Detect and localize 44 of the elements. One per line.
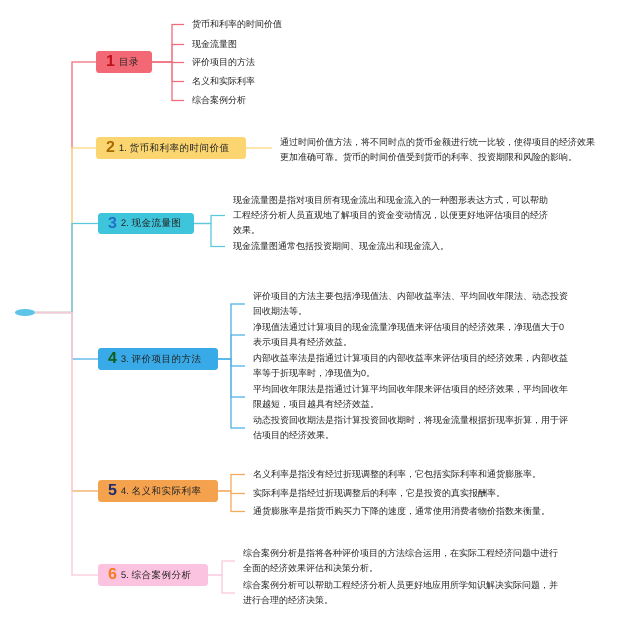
topic-box [98, 480, 218, 502]
branch-text: 货币和利率的时间价值 [184, 17, 314, 32]
branch-text: 现金流量图是指对项目所有现金流出和现金流入的一种图形表达方式，可以帮助工程经济分析人员直观地了解项目的资金变动情况，以便更好地评估项目的经济效果。 [225, 193, 551, 238]
branch-text: 现金流量图 [184, 37, 314, 52]
topic-title: 4. 名义和实际利率 [120, 484, 202, 498]
branch-text: 名义利率是指没有经过折现调整的利率，它包括实际利率和通货膨胀率。 [245, 467, 571, 482]
topic-box [96, 51, 152, 73]
number-label: 4 [108, 351, 117, 367]
branch-text: 通过时间价值方法，将不同时点的货币金额进行统一比较，使得项目的经济效果更加准确可靠。货币的时间价值受到货币的利率、投资期限和风险的影响。 [272, 135, 598, 165]
connector-line [152, 61, 184, 102]
branch-text: 名义和实际利率 [184, 74, 314, 89]
connector-line [218, 358, 245, 429]
branch-text: 净现值法通过计算项目的现金流量净现值来评估项目的经济效果，净现值大于0表示项目具有经济效益。 [245, 320, 571, 350]
connector-line [218, 490, 245, 512]
topic-title: 目录 [118, 56, 139, 68]
topic-box [98, 213, 194, 234]
branch-text: 平均回收年限法是指通过计算平均回收年限来评估项目的经济效果，平均回收年限越短，项目越具有经济效益。 [245, 382, 571, 412]
number-label: 6 [108, 567, 117, 583]
connector-line [35, 312, 98, 576]
topic-title: 1. 货币和利率的时间价值 [118, 142, 230, 154]
branch-text: 综合案例分析是指将各种评价项目的方法综合运用，在实际工程经济问题中进行全面的经济效果评估和决策分析。 [235, 546, 561, 576]
branch-text: 实际利率是指经过折现调整后的利率，它是投资的真实报酬率。 [245, 486, 571, 501]
number-label: 2 [106, 140, 115, 156]
branch-text: 评价项目的方法主要包括净现值法、内部收益率法、平均回收年限法、动态投资回收期法等。 [245, 289, 571, 319]
branch-text: 综合案例分析可以帮助工程经济分析人员更好地应用所学知识解决实际问题，并进行合理的经济决策。 [235, 578, 561, 608]
topic-box [98, 564, 208, 586]
branch-text: 评价项目的方法 [184, 55, 314, 70]
topic-title: 2. 现金流量图 [120, 217, 182, 230]
branch-text: 现金流量图通常包括投资期间、现金流出和现金流入。 [225, 239, 551, 254]
branch-text: 内部收益率法是指通过计算项目的内部收益率来评估项目的经济效果，内部收益率等于折现率时，净现值为0。 [245, 351, 571, 381]
connector-line [194, 222, 225, 248]
connector-line [208, 574, 235, 594]
branch-text: 通货膨胀率是指货币购买力下降的速度，通常使用消费者物价指数来衡量。 [245, 504, 571, 519]
branch-text: 综合案例分析 [184, 93, 314, 108]
number-label: 1 [106, 54, 115, 70]
topic-title: 3. 评价项目的方法 [120, 352, 202, 366]
topic-title: 5. 综合案例分析 [120, 568, 192, 582]
branch-text: 动态投资回收期法是指计算投资回收期时，将现金流量根据折现率折算，用于评估项目的经济效果。 [245, 413, 571, 443]
number-label: 3 [108, 216, 117, 232]
connector-line [246, 147, 272, 149]
root-node [15, 309, 35, 316]
topic-box [98, 348, 218, 370]
number-label: 5 [108, 483, 117, 499]
topic-box [96, 137, 246, 159]
